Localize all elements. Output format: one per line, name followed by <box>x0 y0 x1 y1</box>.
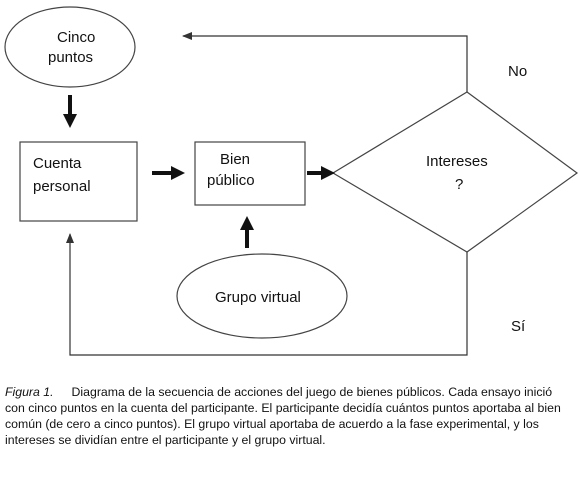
branch-label-no: No <box>508 63 527 80</box>
branch-label-yes: Sí <box>511 318 526 335</box>
figure-number: Figura 1. <box>5 385 54 399</box>
loop-yes-branch <box>66 233 468 356</box>
public-good-box <box>194 141 306 206</box>
decision-diamond-intereses <box>331 91 579 253</box>
decision-label-line1: Intereses <box>426 153 488 170</box>
figure-caption: Figura 1.Diagrama de la secuencia de acc… <box>5 384 573 448</box>
virtual-group-node <box>176 253 348 339</box>
figure-caption-text: Diagrama de la secuencia de acciones del… <box>5 385 561 447</box>
start-node-label-line2: puntos <box>48 49 93 66</box>
start-node-label-line1: Cinco <box>57 29 95 46</box>
arrow-start-to-personal <box>63 95 77 128</box>
virtual-node-label: Grupo virtual <box>215 289 301 306</box>
decision-label-line2: ? <box>455 176 463 193</box>
personal-box-label-line1: Cuenta <box>33 155 82 172</box>
public-box-label-line1: Bien <box>220 151 250 168</box>
personal-box-label-line2: personal <box>33 178 91 195</box>
arrow-virtual-to-public <box>240 216 254 248</box>
arrow-personal-to-public <box>152 166 185 180</box>
start-node-cinco-puntos <box>4 6 136 88</box>
loop-no-branch <box>182 32 468 92</box>
personal-account-box <box>19 141 138 222</box>
public-box-label-line2: público <box>207 172 255 189</box>
arrow-public-to-decision <box>307 166 335 180</box>
flowchart: Cinco puntos Cuenta personal Bien públic… <box>4 6 579 356</box>
